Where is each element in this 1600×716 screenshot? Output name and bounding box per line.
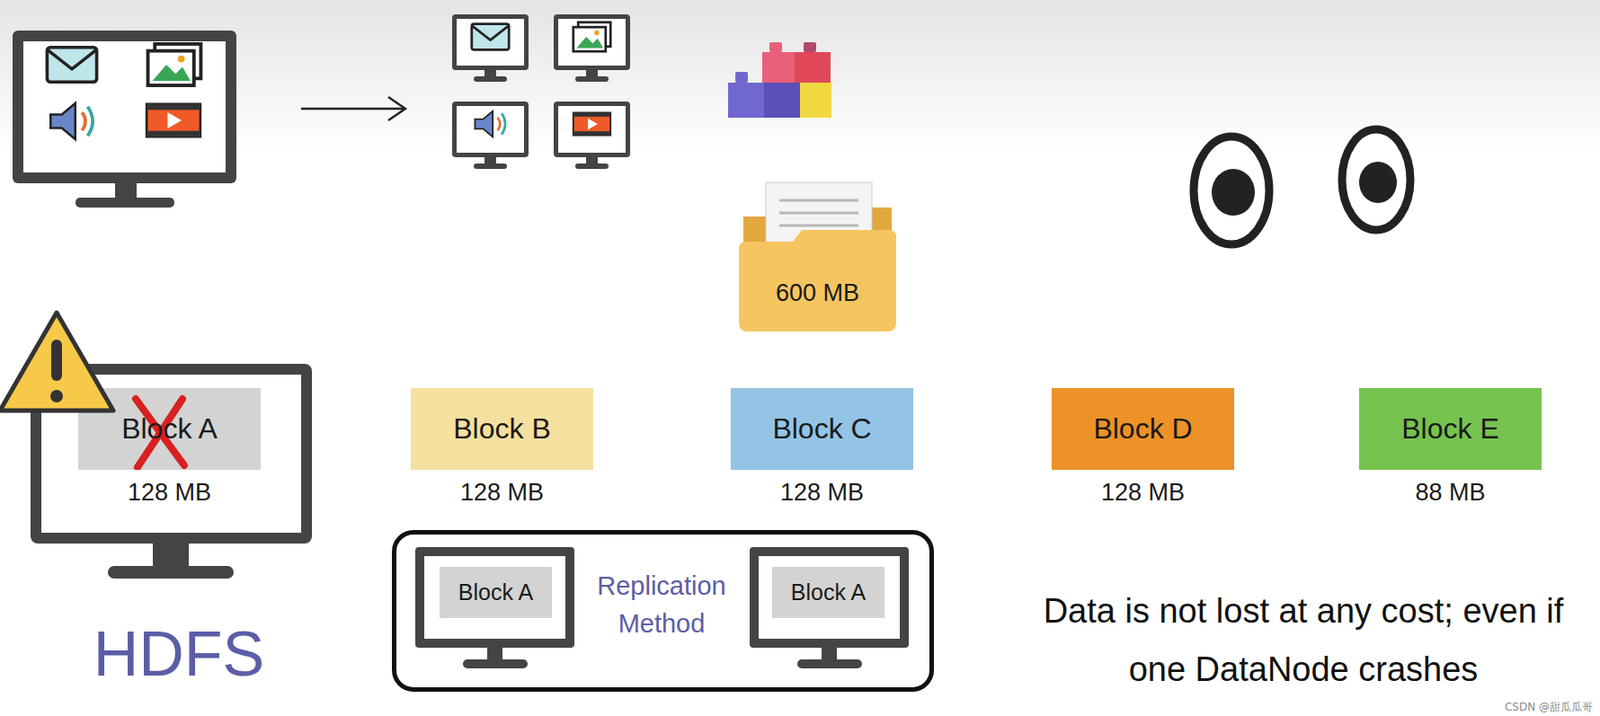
data-block: Block E88 MB — [1359, 388, 1542, 471]
block-name: Block E — [1401, 412, 1499, 446]
block-size: 128 MB — [410, 479, 594, 507]
split-arrow — [301, 97, 406, 121]
video-icon — [146, 104, 201, 137]
replication-frame: Replication Method Block A Block A — [391, 530, 934, 693]
system-name: HDFS — [88, 620, 269, 690]
file-folder: 600 MB — [738, 180, 897, 332]
data-block: Block C128 MB — [730, 388, 914, 471]
block-name: Block A — [791, 579, 866, 606]
warning-sign — [0, 312, 114, 411]
watermark: CSDN @甜瓜瓜哥 — [1438, 702, 1593, 714]
background-band — [0, 0, 1600, 153]
data-block: Block B128 MB — [410, 388, 594, 471]
small-monitor — [553, 14, 631, 82]
data-block: Block D128 MB — [1051, 388, 1235, 471]
video-icon — [573, 112, 611, 135]
block-size: 88 MB — [1359, 479, 1542, 507]
replica-monitor — [749, 547, 909, 669]
block-size: 128 MB — [78, 479, 261, 507]
paper-line — [779, 224, 859, 228]
block-name: Block A — [458, 579, 534, 606]
method-name: Replication Method — [585, 567, 738, 643]
image-icon — [573, 22, 611, 52]
lego-blocks — [728, 42, 832, 118]
block-name: Block B — [453, 412, 551, 446]
source-monitor — [12, 30, 237, 208]
block-size: 128 MB — [730, 479, 914, 507]
datanode-monitor — [30, 364, 312, 579]
small-monitor — [553, 101, 631, 169]
replica-monitor — [415, 547, 575, 669]
audio-icon — [50, 103, 93, 140]
block-name: Block C — [772, 412, 872, 446]
block-name: Block D — [1093, 412, 1192, 446]
small-monitor — [452, 14, 529, 82]
eyes — [1193, 129, 1411, 245]
folder-shape — [738, 180, 897, 332]
replica-block: Block A — [772, 567, 885, 619]
replica-block: Block A — [439, 567, 552, 619]
paper-line — [779, 212, 859, 215]
note-text: Data is not lost at any cost; even if on… — [1020, 582, 1587, 699]
small-monitor — [452, 101, 529, 169]
data-block: Block A128 MB — [78, 388, 261, 471]
block-size: 128 MB — [1051, 479, 1235, 507]
audio-icon — [474, 111, 506, 138]
paper-line — [779, 199, 859, 203]
mail-icon — [471, 24, 509, 51]
folder-front — [738, 230, 897, 332]
file-size: 600 MB — [738, 279, 897, 308]
image-icon — [148, 44, 202, 86]
mail-icon — [46, 47, 97, 82]
block-name: Block A — [121, 412, 218, 446]
